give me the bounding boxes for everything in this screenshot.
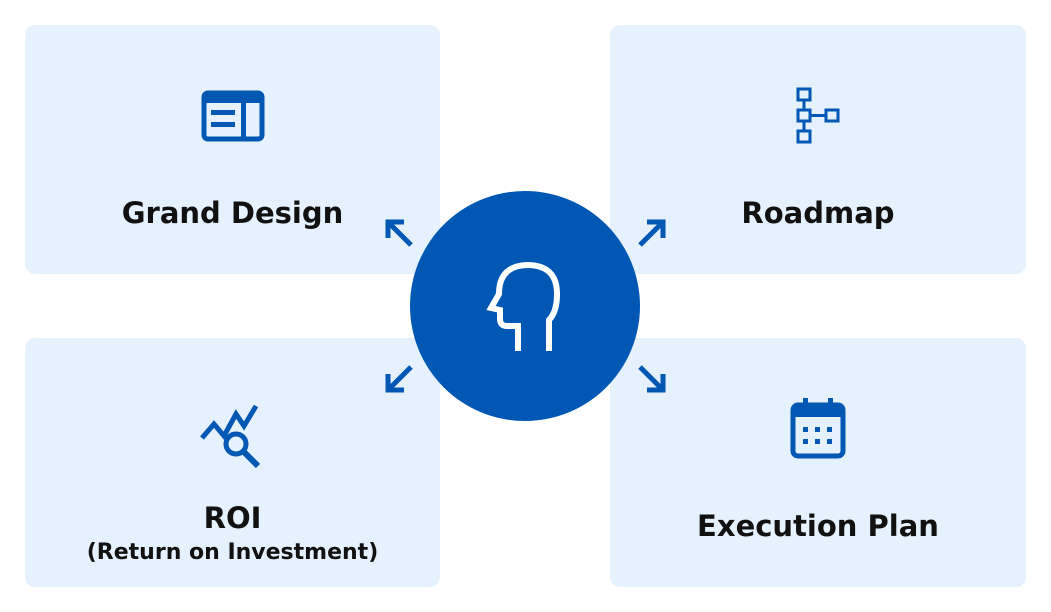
grand-design-card: Grand Design xyxy=(25,25,440,274)
arrow-down-left-icon xyxy=(385,365,413,393)
grand-design-title: Grand Design xyxy=(121,196,344,230)
head-profile-icon xyxy=(486,261,561,351)
central-hub xyxy=(410,191,640,421)
roi-subtitle: (Return on Investment) xyxy=(86,540,379,565)
roi-title: ROI xyxy=(203,501,262,535)
execution-plan-card: Execution Plan xyxy=(610,338,1026,587)
hierarchy-tree-icon xyxy=(796,87,840,144)
roadmap-card: Roadmap xyxy=(610,25,1026,274)
arrow-down-right-icon xyxy=(638,365,666,393)
arrow-up-left-icon xyxy=(385,219,413,247)
roi-card: ROI (Return on Investment) xyxy=(25,338,440,587)
layout-window-icon xyxy=(201,90,264,142)
arrow-up-right-icon xyxy=(638,219,666,247)
roadmap-title: Roadmap xyxy=(741,196,895,230)
execution-plan-title: Execution Plan xyxy=(697,509,939,543)
calendar-icon xyxy=(790,398,846,459)
chart-magnifier-icon xyxy=(199,404,260,469)
